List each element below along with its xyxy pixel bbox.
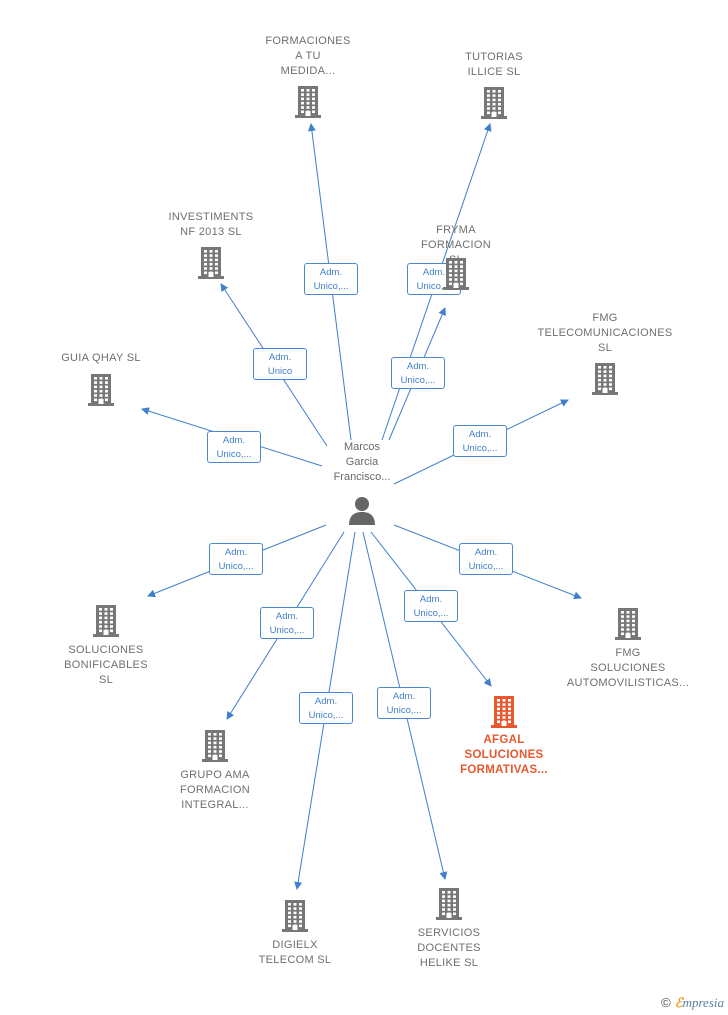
copyright-symbol: © xyxy=(661,995,671,1010)
edge-label-fmg-auto[interactable]: Adm. Unico,... xyxy=(459,543,513,575)
building-icon xyxy=(481,87,507,119)
company-fryma[interactable]: FRYMA FORMACION SL xyxy=(381,223,531,290)
company-investiments[interactable]: INVESTIMENTS NF 2013 SL xyxy=(136,210,286,279)
brand-logo-letter: ℰ xyxy=(674,995,683,1010)
edge-label-grupo-ama[interactable]: Adm. Unico,... xyxy=(260,607,314,639)
company-label: GUIA QHAY SL xyxy=(61,352,141,364)
company-afgal[interactable]: AFGAL SOLUCIONES FORMATIVAS... xyxy=(429,694,579,778)
building-icon xyxy=(615,608,641,640)
company-label: DIGIELX TELECOM SL xyxy=(258,939,332,966)
company-label: FMG SOLUCIONES AUTOMOVILISTICAS... xyxy=(566,647,690,689)
company-formaciones[interactable]: FORMACIONES A TU MEDIDA... xyxy=(233,34,383,118)
company-label: SERVICIOS DOCENTES HELIKE SL xyxy=(417,927,481,969)
company-label: AFGAL SOLUCIONES FORMATIVAS... xyxy=(460,734,548,776)
person-name: Marcos Garcia Francisco... xyxy=(333,441,391,483)
copyright: ©ℰmpresia xyxy=(661,995,724,1011)
edge-label-investiments[interactable]: Adm. Unico xyxy=(253,348,307,380)
edge-label-formaciones[interactable]: Adm. Unico,... xyxy=(304,263,358,295)
center-person[interactable]: Marcos Garcia Francisco... xyxy=(302,440,422,525)
building-icon xyxy=(198,247,224,279)
person-icon xyxy=(349,497,375,525)
company-guia[interactable]: GUIA QHAY SL xyxy=(26,351,176,406)
company-fmg-telecom[interactable]: FMG TELECOMUNICACIONES SL xyxy=(530,311,680,395)
building-icon xyxy=(491,696,517,728)
building-icon xyxy=(93,605,119,637)
company-tutorias[interactable]: TUTORIAS ILLICE SL xyxy=(419,50,569,119)
building-icon xyxy=(88,374,114,406)
company-label: FMG TELECOMUNICACIONES SL xyxy=(537,312,673,354)
brand-name: mpresia xyxy=(682,995,724,1010)
edge-label-digielx[interactable]: Adm. Unico,... xyxy=(299,692,353,724)
company-label: INVESTIMENTS NF 2013 SL xyxy=(168,211,254,238)
edge-label-servicios[interactable]: Adm. Unico,... xyxy=(377,687,431,719)
company-grupo-ama[interactable]: GRUPO AMA FORMACION INTEGRAL... xyxy=(140,728,290,813)
company-servicios[interactable]: SERVICIOS DOCENTES HELIKE SL xyxy=(374,886,524,971)
edge-label-fryma[interactable]: Adm. Unico,... xyxy=(391,357,445,389)
building-icon xyxy=(202,730,228,762)
company-soluciones[interactable]: SOLUCIONES BONIFICABLES SL xyxy=(31,603,181,688)
company-digielx[interactable]: DIGIELX TELECOM SL xyxy=(220,898,370,968)
company-label: FORMACIONES A TU MEDIDA... xyxy=(265,35,351,77)
edge-label-afgal[interactable]: Adm. Unico,... xyxy=(404,590,458,622)
building-icon xyxy=(282,900,308,932)
company-label: GRUPO AMA FORMACION INTEGRAL... xyxy=(180,769,250,811)
edge-label-fmg-telecom[interactable]: Adm. Unico,... xyxy=(453,425,507,457)
company-label: SOLUCIONES BONIFICABLES SL xyxy=(64,644,148,686)
company-label: TUTORIAS ILLICE SL xyxy=(465,51,523,78)
company-fmg-auto[interactable]: FMG SOLUCIONES AUTOMOVILISTICAS... xyxy=(553,606,703,691)
building-icon xyxy=(436,888,462,920)
building-icon xyxy=(295,86,321,118)
building-icon xyxy=(443,258,469,290)
edge-label-soluciones[interactable]: Adm. Unico,... xyxy=(209,543,263,575)
building-icon xyxy=(592,363,618,395)
edge-label-guia[interactable]: Adm. Unico,... xyxy=(207,431,261,463)
